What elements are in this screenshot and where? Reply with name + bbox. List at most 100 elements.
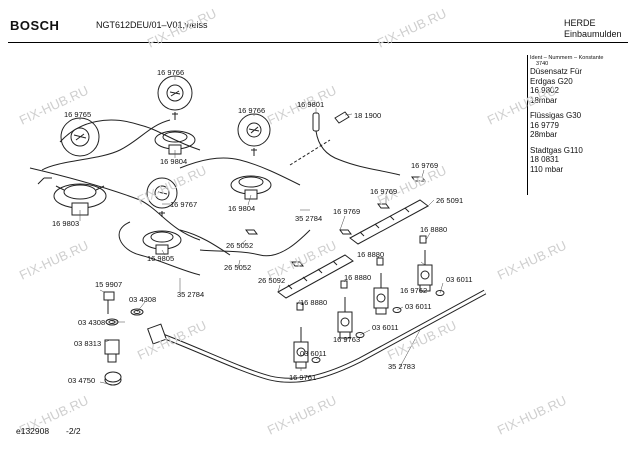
gas-manifold-rail-265091 [349,199,429,245]
part-label: 16 9804 [160,157,187,166]
thermocouple-169801 [289,112,401,176]
header-divider [8,42,628,43]
part-label: 16 9762 [400,286,427,295]
ignition-lead [118,221,201,276]
hose-connector-038313 [104,339,120,363]
nozzle [376,257,384,266]
part-label: 03 6011 [405,302,432,311]
gas-valve-169761 [293,327,309,369]
category-title: HERDE [564,18,596,28]
watermark-text: FIX-HUB.RU [495,238,569,283]
legend-line: 16 9802 [530,86,559,95]
watermark-text: FIX-HUB.RU [17,238,91,283]
ignition-lead [199,229,311,257]
burner-body-169805 [142,230,182,255]
ignition-clip [339,229,352,235]
watermark-text: FIX-HUB.RU [145,6,219,51]
ignition-lead [179,157,301,186]
watermark-text: FIX-HUB.RU [485,83,559,128]
seal-ring [435,290,445,296]
leader-lines [79,76,444,386]
ignition-lead [59,119,201,151]
nozzle-legend: Ident – Nummern – Konstante 3740 Düsensa… [527,55,632,195]
legend-group-lpg: Flüssigas G30 16 9779 28mbar [530,111,632,140]
burner-cap-169766-right [237,113,271,147]
part-label: 16 9761 [289,373,316,382]
model-number: NGT612DEU/01–V01,weiss [96,20,208,30]
burner-cap-169767 [146,177,178,209]
gas-valve-169762 [417,250,433,292]
ignition-clip [377,203,390,209]
ignition-lead [29,167,201,241]
part-label: 16 9769 [370,187,397,196]
inlet-elbow-159907 [103,291,115,314]
page-number: -2/2 [66,426,81,436]
legend-line: Düsensatz Für [530,67,583,76]
nozzle [296,302,304,311]
ignition-clip [291,261,304,267]
gas-manifold-rail-265092 [277,254,354,299]
legend-line: Flüssigas G30 [530,111,582,120]
legend-line: 18mbar [530,95,558,105]
nut-034750 [104,371,122,386]
burner-body-169804-right [230,175,272,200]
screw [172,112,178,120]
lead-connector [37,177,52,185]
part-label: 35 2784 [177,290,204,299]
ignition-clip [245,229,258,235]
part-labels: 16 9766 16 9766 16 9765 16 9804 16 9801 … [52,68,473,385]
part-label: 18 1900 [354,111,381,120]
main-gas-pipe-352783 [147,289,487,383]
legend-line: 28mbar [530,130,558,139]
part-label: 03 4308 [78,318,105,327]
seal-ring [355,332,365,338]
part-label: 35 2783 [388,362,415,371]
legend-line: 16 9779 [530,120,559,130]
legend-line: Erdgas G20 [530,76,573,86]
part-label: 03 4308 [129,295,156,304]
brand-logo: BOSCH [10,18,60,33]
part-label: 16 9805 [147,254,174,263]
legend-line: 110 mbar [530,164,564,174]
part-label: 03 8313 [74,339,101,348]
burner-body-169803 [53,183,107,216]
part-label: 03 6011 [300,349,327,358]
part-label: 16 8880 [420,225,447,234]
part-label: 16 9769 [333,207,360,216]
watermark-text: FIX-HUB.RU [375,6,449,51]
legend-line: 18 0831 [530,155,559,164]
legend-heading: Ident – Nummern – Konstante [530,55,604,61]
part-label: 26 5052 [224,263,251,272]
category-subtitle: Einbaumulden [564,29,622,39]
part-label: 16 8880 [357,250,384,259]
ignition-clip [411,176,426,182]
part-label: 16 9765 [64,110,91,119]
part-label: 03 6011 [372,323,399,332]
part-label: 16 9763 [333,335,360,344]
seal-ring [392,307,402,313]
watermark-text: FIX-HUB.RU [135,318,209,363]
gas-valve-169763 [337,297,353,339]
document-id: e132908 [16,426,50,436]
screw [251,148,257,156]
legend-line: Stadtgas G110 [530,145,583,155]
legend-group-town-gas: Stadtgas G110 18 0831 110 mbar [530,146,632,175]
nozzle [419,235,427,244]
seal-ring [311,357,321,363]
sensor-181900 [334,111,350,124]
part-label: 16 9803 [52,219,79,228]
part-label: 03 6011 [446,275,473,284]
part-label: 16 9766 [238,106,265,115]
ignition-lead [41,119,171,171]
burner-cap-169766-left [157,75,193,111]
part-label: 26 5052 [226,241,253,250]
watermark-text: FIX-HUB.RU [265,393,339,438]
ignition-lead [179,229,231,256]
part-label: 16 9801 [297,100,324,109]
legend-group-natural-gas: Düsensatz Für Erdgas G20 16 9802 18mbar [530,67,632,105]
part-label: 16 9804 [228,204,255,213]
part-label: 03 4750 [68,376,95,385]
gas-valve-169762b [373,273,389,315]
part-label: 16 9766 [157,68,184,77]
